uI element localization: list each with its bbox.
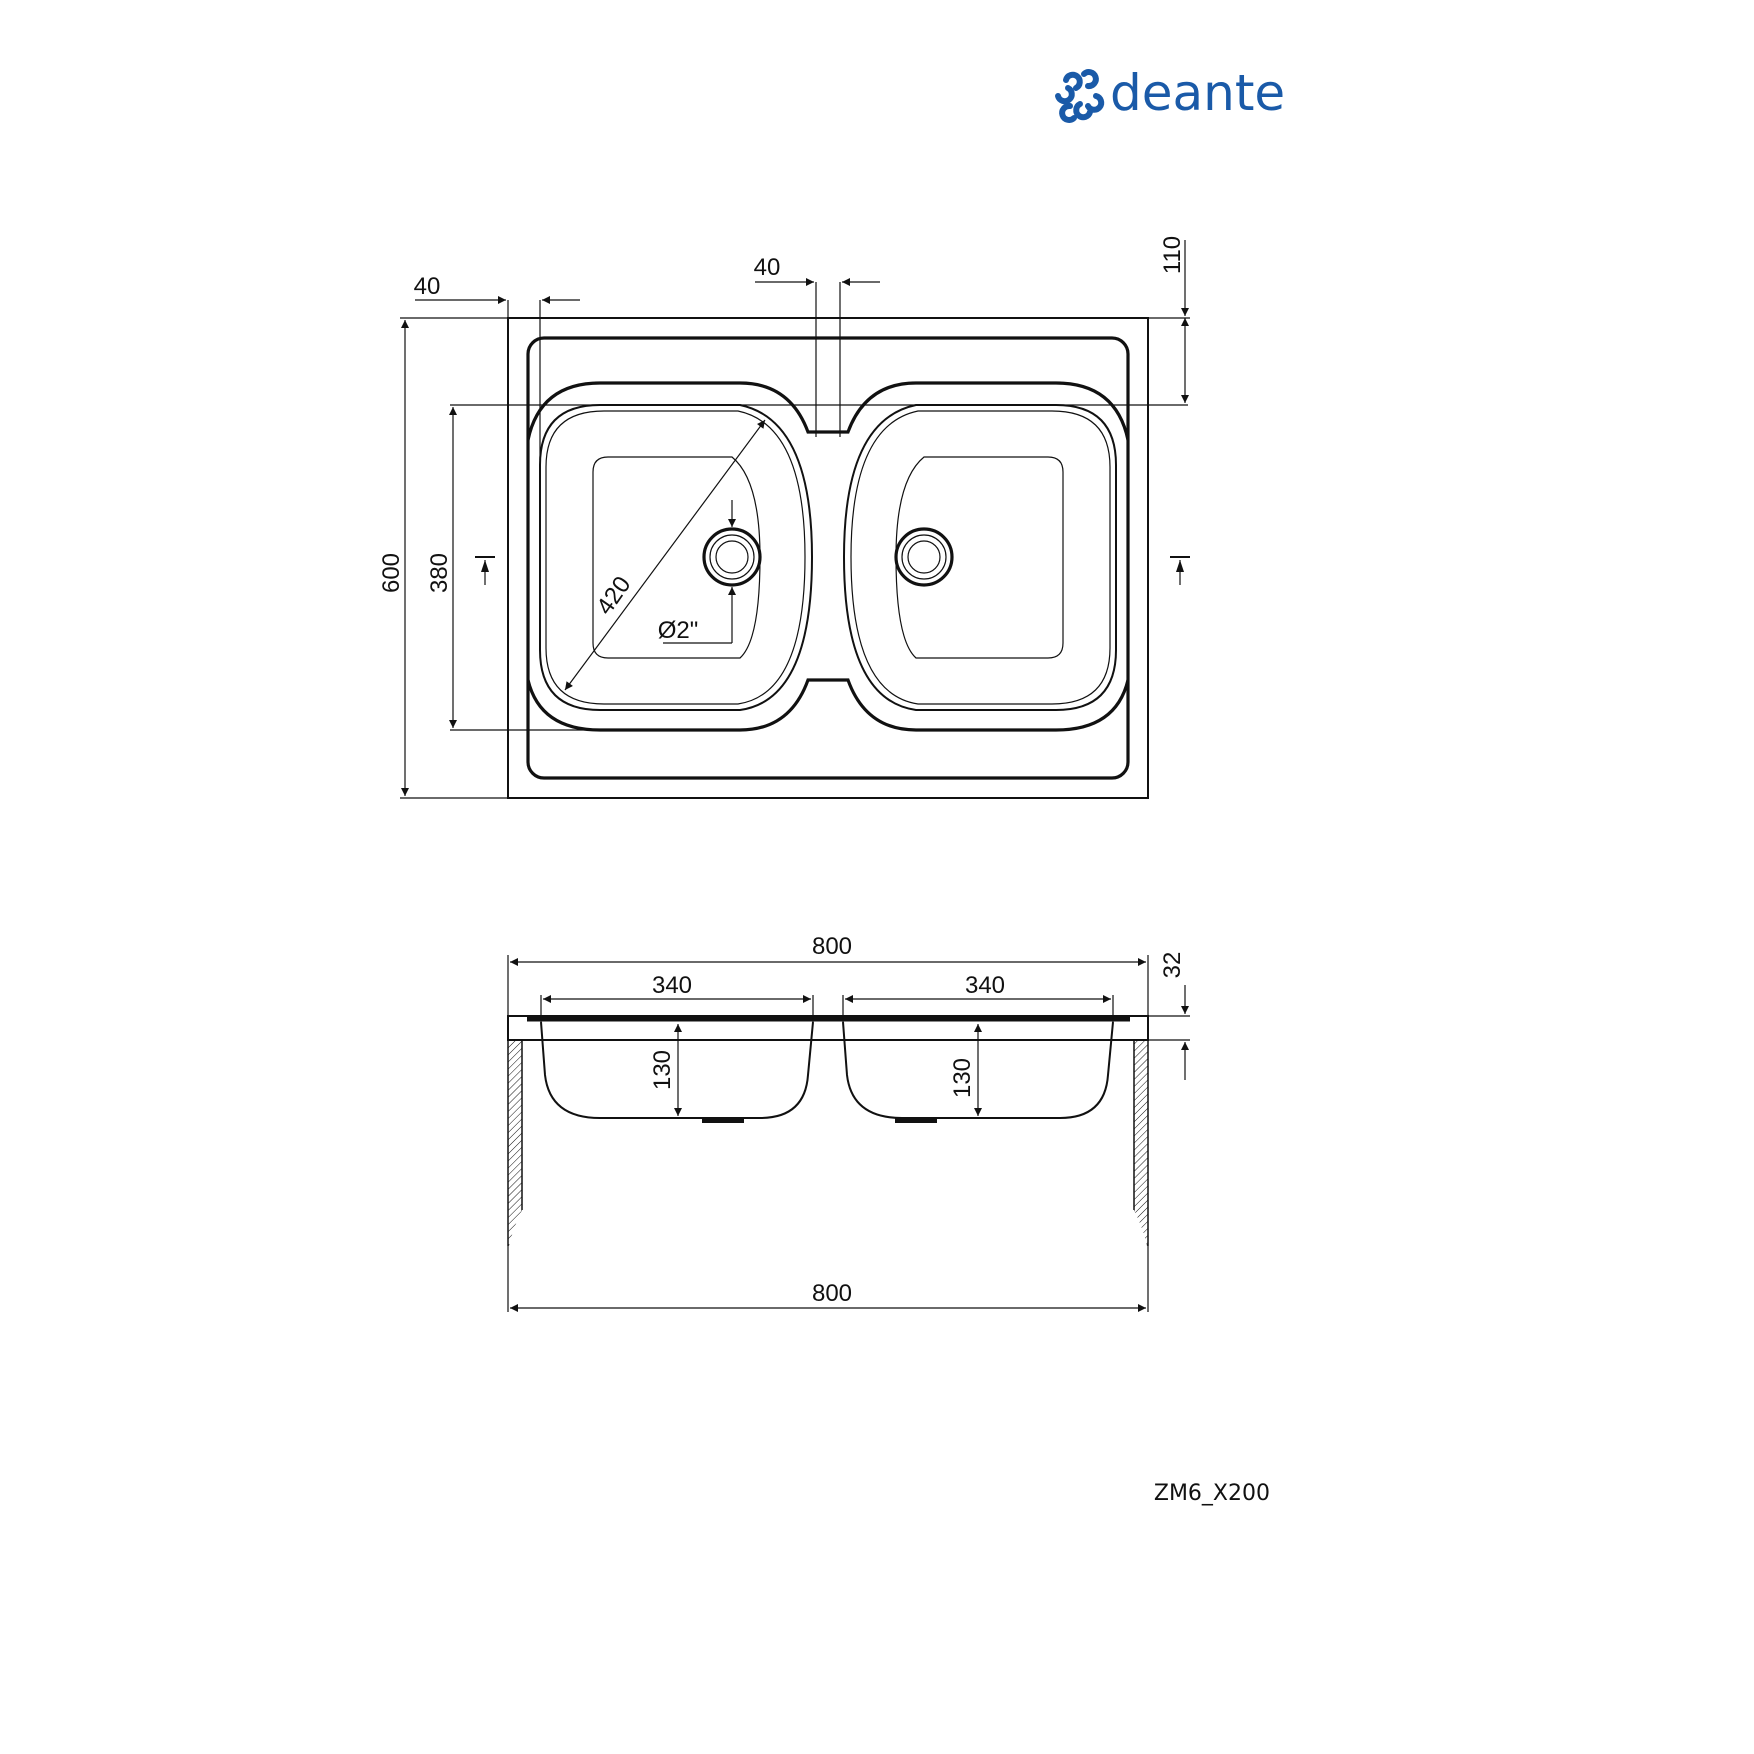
right-drain-icon [894, 527, 954, 587]
dim-bowl-diagonal: 420 [591, 572, 636, 620]
sink-outline [507, 317, 1149, 799]
dim-drain: Ø2" [658, 617, 699, 644]
left-drain-profile [702, 1118, 744, 1123]
dim-center-divider: 40 [754, 254, 781, 281]
dim-total-width-bottom: 800 [812, 1280, 852, 1307]
left-bowl-edge [539, 404, 814, 711]
top-view: 600 380 40 40 110 420 Ø2" [378, 236, 1190, 799]
section-mark-right [1170, 556, 1190, 585]
dim-rim-height: 32 [1159, 952, 1186, 979]
deante-logo: deante [1055, 64, 1285, 123]
dim-total-depth: 600 [378, 553, 405, 593]
dim-back-margin: 110 [1159, 236, 1186, 274]
left-bowl-profile [540, 1021, 814, 1119]
dim-bowl-depth-right: 130 [949, 1058, 976, 1098]
logo-symbol-icon [1055, 69, 1105, 123]
bowls-bottom-contour [526, 678, 1130, 732]
left-bowl-inner-edge [545, 410, 806, 705]
left-drain-icon [702, 527, 762, 587]
side-view: 800 340 340 130 130 32 800 [507, 933, 1190, 1312]
left-leg [507, 1039, 523, 1246]
dim-left-margin: 40 [414, 273, 441, 300]
dim-bowl-depth-left: 130 [649, 1050, 676, 1090]
product-code: ZM6_X200 [1154, 1481, 1270, 1506]
right-drain-profile [895, 1118, 937, 1123]
rim-plate [507, 1015, 1149, 1041]
right-leg [1133, 1039, 1149, 1246]
sink-rim [526, 336, 1130, 780]
brand-name: deante [1110, 64, 1285, 122]
section-mark-left [475, 556, 495, 585]
dim-bowl-width-left: 340 [652, 972, 692, 999]
right-bowl-floor [895, 456, 1064, 659]
dim-bowl-width-right: 340 [965, 972, 1005, 999]
bowls-top-contour [526, 381, 1130, 441]
dim-total-width-top: 800 [812, 933, 852, 960]
dim-bowl-depth: 380 [426, 553, 453, 593]
right-bowl-inner-edge [850, 410, 1111, 705]
right-bowl-edge [842, 404, 1117, 711]
